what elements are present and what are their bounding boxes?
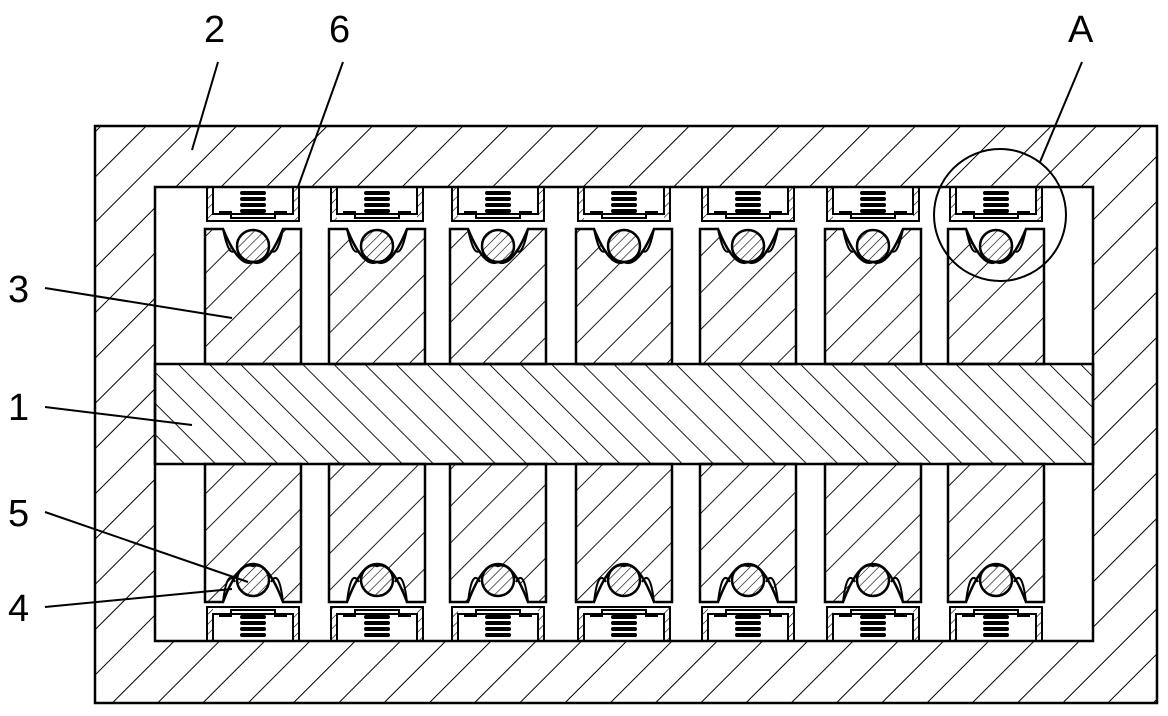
seat — [467, 577, 529, 603]
detail-circle-a — [933, 148, 1067, 282]
central-shaft — [153, 362, 1095, 466]
ball — [235, 562, 271, 598]
lower-unit-2 — [327, 462, 427, 641]
upper-unit-2 — [327, 187, 427, 366]
callout-4: 4 — [8, 588, 29, 630]
lower-unit-7 — [946, 462, 1046, 641]
seat — [346, 577, 408, 603]
ball — [730, 228, 766, 264]
leader-1 — [44, 406, 193, 426]
lower-unit-5 — [698, 462, 798, 641]
lower-unit-4 — [574, 462, 674, 641]
callout-2: 2 — [204, 9, 225, 51]
ball — [606, 228, 642, 264]
upper-unit-7 — [946, 187, 1046, 366]
callout-5: 5 — [8, 493, 29, 535]
seat — [842, 577, 904, 603]
lower-row-units — [203, 462, 1046, 641]
lower-unit-6 — [823, 462, 923, 641]
leader-a — [1039, 61, 1083, 163]
upper-unit-6 — [823, 187, 923, 366]
ball — [855, 228, 891, 264]
ball — [359, 562, 395, 598]
ball — [978, 228, 1014, 264]
seat — [593, 577, 655, 603]
leader-3 — [44, 287, 233, 319]
ball — [730, 562, 766, 598]
leader-6 — [297, 61, 344, 188]
lower-unit-3 — [448, 462, 548, 641]
ball — [235, 228, 271, 264]
upper-row-units — [203, 187, 1046, 366]
ball — [480, 228, 516, 264]
outer-frame — [93, 124, 1159, 705]
ball — [855, 562, 891, 598]
leader-2 — [191, 61, 219, 151]
ball — [606, 562, 642, 598]
upper-unit-1 — [203, 187, 303, 366]
seat — [717, 577, 779, 603]
leader-lines — [44, 61, 1083, 608]
leader-5 — [44, 511, 249, 583]
ball — [359, 228, 395, 264]
lower-unit-1 — [203, 462, 303, 641]
upper-unit-4 — [574, 187, 674, 366]
callout-1: 1 — [8, 387, 29, 429]
callout-a: A — [1068, 9, 1094, 51]
seat — [222, 577, 284, 603]
leader-4 — [44, 588, 233, 608]
ball — [480, 562, 516, 598]
callout-6: 6 — [329, 9, 350, 51]
seat — [965, 577, 1027, 603]
ball — [978, 562, 1014, 598]
upper-unit-3 — [448, 187, 548, 366]
upper-unit-5 — [698, 187, 798, 366]
callout-3: 3 — [8, 269, 29, 311]
